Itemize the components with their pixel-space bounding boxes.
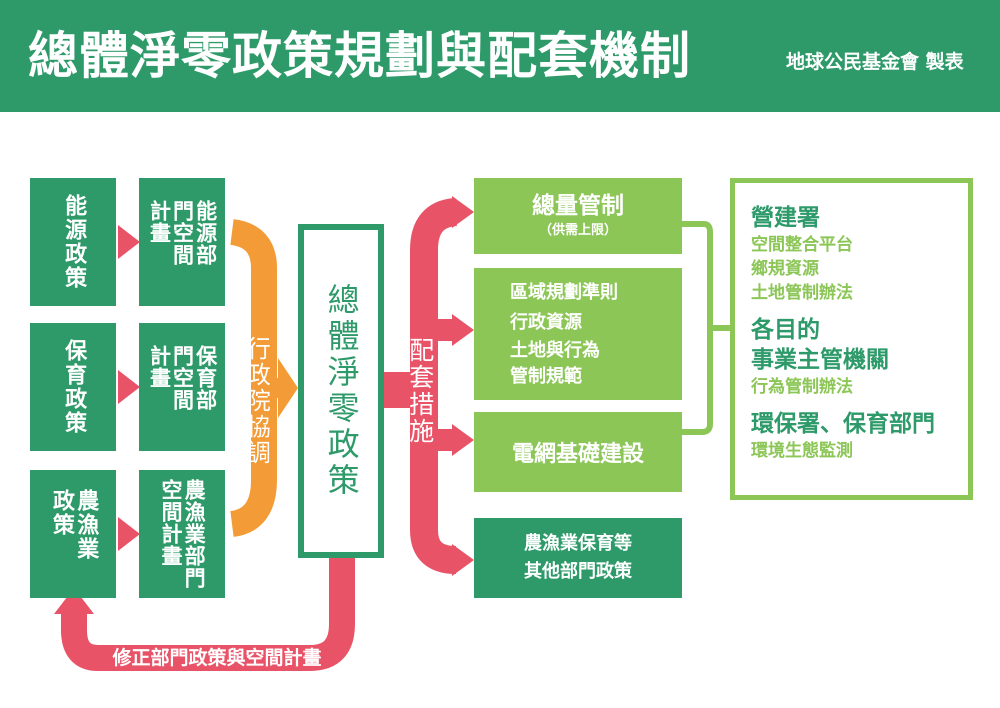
- regulation-line: 管制規範: [510, 366, 582, 387]
- measure-title: 電網基礎建設: [511, 442, 644, 467]
- measures-label: 配套措施: [405, 337, 435, 445]
- arrow-to-total-control: [452, 196, 474, 228]
- plan-label: 保育部門空間計畫: [147, 345, 218, 411]
- center-policy-box: 總體淨零政策: [298, 224, 384, 558]
- policy-box-energy: 能源政策: [30, 178, 116, 306]
- agency-title: 環保署、保育部門: [751, 411, 935, 437]
- arrow-to-agri: [452, 544, 474, 576]
- policy-box-conservation: 保育政策: [30, 323, 116, 451]
- measure-regulations: 區域規劃準則 行政資源 土地與行為 管制規範: [474, 268, 682, 400]
- coordination-arrowhead: [278, 358, 298, 418]
- policy-label: 能源政策: [61, 194, 87, 290]
- regulation-line: 行政資源: [510, 312, 582, 333]
- arrow-energy: [118, 225, 140, 259]
- feedback-loop: [61, 558, 355, 671]
- agency-title: 各目的: [751, 317, 820, 343]
- agri-line: 其他部門政策: [524, 561, 632, 582]
- regulation-line: 區域規劃準則: [510, 282, 618, 303]
- page-title: 總體淨零政策規劃與配套機制: [28, 27, 691, 85]
- agency-item: 環境生態監測: [751, 441, 853, 461]
- plan-box-conservation: 保育部門空間計畫: [139, 323, 225, 451]
- agency-item: 土地管制辦法: [751, 283, 853, 303]
- plan-label: 農漁業部門空間計畫: [159, 479, 207, 589]
- agency-panel: 營建署 空間整合平台 鄉規資源 土地管制辦法 各目的 事業主管機關 行為管制辦法…: [730, 178, 973, 500]
- regulation-line: 土地與行為: [510, 340, 600, 361]
- plan-box-agri: 農漁業部門空間計畫: [139, 470, 225, 598]
- measure-agri: 農漁業保育等 其他部門政策: [474, 518, 682, 598]
- policy-label-line: 政策: [49, 489, 74, 537]
- header-bar: 總體淨零政策規劃與配套機制 地球公民基金會 製表: [0, 0, 1000, 112]
- measures-feed: [384, 372, 428, 408]
- credit-text: 地球公民基金會 製表: [786, 51, 964, 73]
- agency-item: 行為管制辦法: [751, 377, 853, 397]
- arrow-conservation: [118, 370, 140, 404]
- feedback-arrowhead: [54, 588, 94, 614]
- agency-group-ministries: 各目的 事業主管機關 行為管制辦法: [751, 315, 968, 399]
- arrow-to-regulations: [452, 314, 474, 346]
- agency-item: 空間整合平台: [751, 235, 853, 255]
- arrow-to-grid: [452, 424, 474, 456]
- agri-line: 農漁業保育等: [524, 533, 632, 554]
- agency-item: 鄉規資源: [751, 259, 819, 279]
- agency-bracket: [682, 221, 713, 435]
- plan-box-energy: 能源部門空間計畫: [139, 178, 225, 306]
- measure-subtitle: （供需上限）: [538, 223, 617, 238]
- agency-title: 事業主管機關: [751, 347, 889, 373]
- agency-group-cpami: 營建署 空間整合平台 鄉規資源 土地管制辦法: [751, 203, 968, 305]
- measure-grid: 電網基礎建設: [474, 412, 682, 492]
- policy-label: 保育政策: [61, 339, 87, 435]
- arrow-agri: [118, 517, 140, 551]
- policy-box-agri: 農漁業政策: [30, 470, 116, 598]
- feedback-label: 修正部門政策與空間計畫: [112, 647, 322, 669]
- policy-label-line: 農漁業: [73, 489, 99, 561]
- measure-total-control: 總量管制 （供需上限）: [474, 178, 682, 254]
- center-label: 總體淨零政策: [322, 283, 361, 499]
- policy-label: 農漁業政策: [49, 489, 99, 579]
- agency-group-epa: 環保署、保育部門 環境生態監測: [751, 409, 968, 463]
- plan-label: 能源部門空間計畫: [147, 200, 218, 266]
- coordination-bracket: [229, 219, 277, 537]
- agency-title: 營建署: [751, 205, 820, 231]
- coordination-label: 行政院協調: [242, 336, 271, 466]
- measure-title: 總量管制: [532, 193, 624, 219]
